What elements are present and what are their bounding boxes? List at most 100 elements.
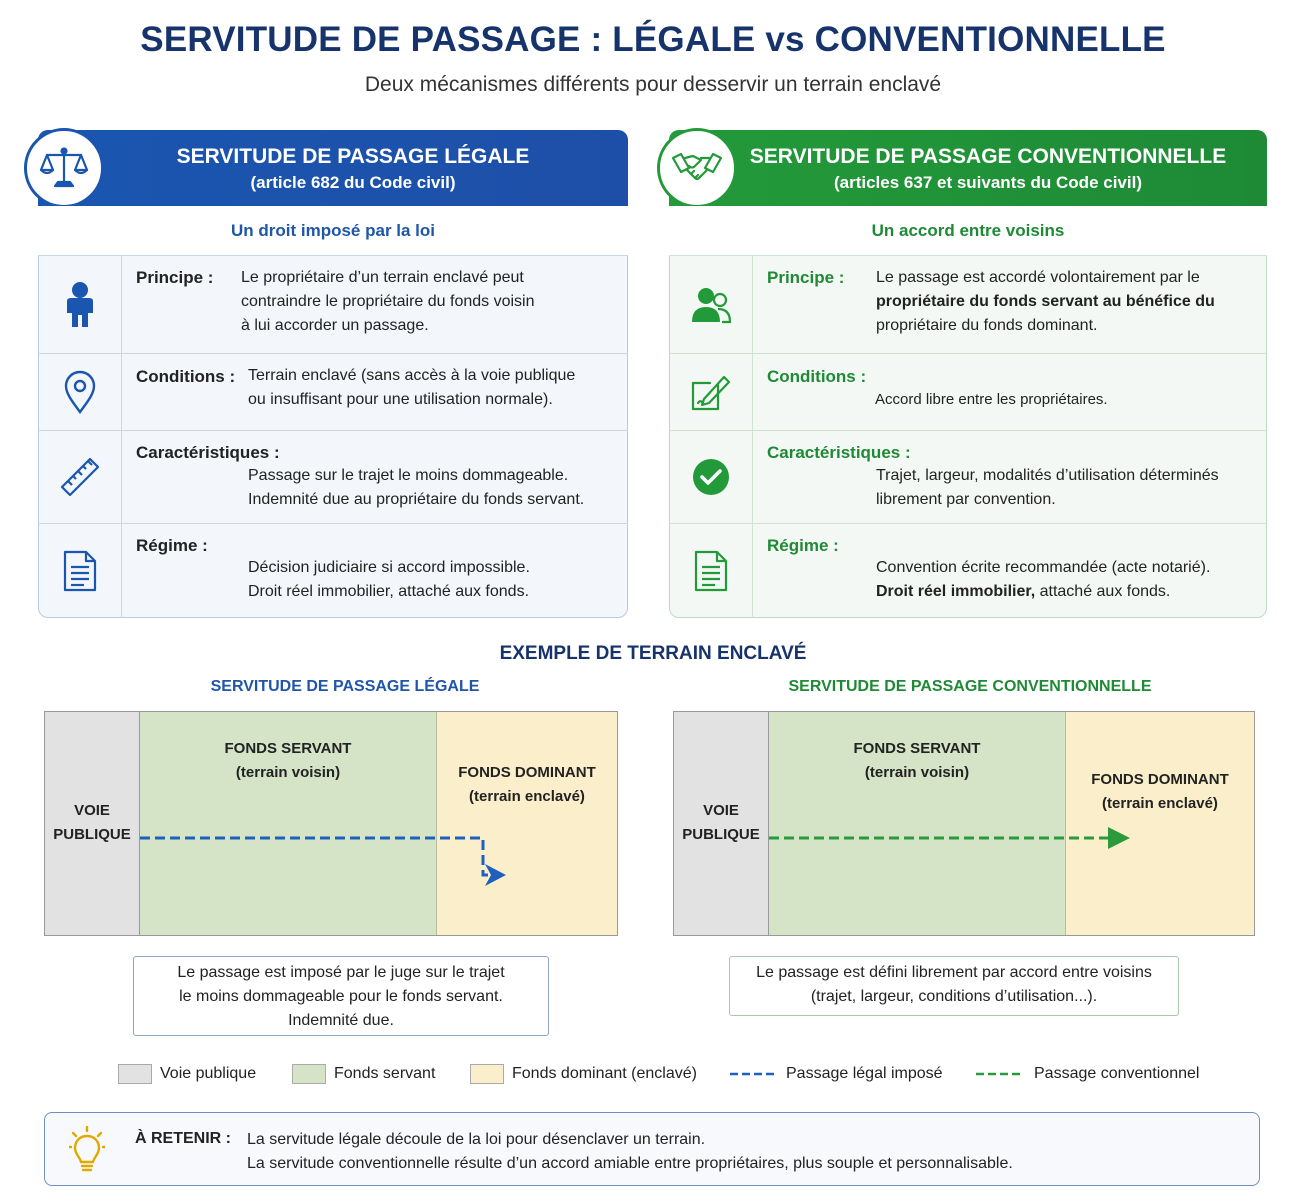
- legal-caracteristiques-text: Passage sur le trajet le moins dommageab…: [248, 464, 584, 512]
- legal-conditions-line1: Terrain enclavé (sans accès à la voie pu…: [248, 367, 576, 384]
- dominant-label-line2: (terrain enclavé): [1102, 795, 1218, 812]
- fonds-dominant-zone: FONDS DOMINANT (terrain enclavé): [437, 712, 617, 935]
- conventional-note-line2: (trajet, largeur, conditions d’utilisati…: [810, 988, 1098, 1005]
- legend-label-servant: Fonds servant: [334, 1065, 436, 1082]
- example-legal-subtitle: SERVITUDE DE PASSAGE LÉGALE: [210, 678, 480, 695]
- legal-principe-line3: à lui accorder un passage.: [241, 317, 429, 334]
- legend-label-legal-path: Passage légal imposé: [786, 1065, 943, 1082]
- location-pin-icon: [38, 354, 122, 430]
- legend-conventional-path: Passage conventionnel: [976, 1062, 1199, 1086]
- check-circle-icon: [669, 431, 753, 523]
- legal-conditions-text: Terrain enclavé (sans accès à la voie pu…: [248, 364, 575, 412]
- voie-label-line2: PUBLIQUE: [682, 826, 760, 843]
- conventional-banner: SERVITUDE DE PASSAGE CONVENTIONNELLE (ar…: [669, 130, 1267, 206]
- conventional-note-line1: Le passage est défini librement par acco…: [756, 964, 1152, 981]
- lightbulb-icon: [67, 1125, 107, 1179]
- conventional-row-conditions: Conditions : Accord libre entre les prop…: [669, 354, 1267, 431]
- conventional-panel: SERVITUDE DE PASSAGE CONVENTIONNELLE (ar…: [657, 128, 1267, 618]
- conventional-regime-line1: Convention écrite recommandée (acte nota…: [876, 559, 1211, 576]
- conventional-principe-line1: Le passage est accordé volontairement pa…: [876, 269, 1200, 286]
- fonds-dominant-label: FONDS DOMINANT (terrain enclavé): [437, 761, 617, 809]
- legal-principe-line2: contraindre le propriétaire du fonds voi…: [241, 293, 535, 310]
- users-icon: [669, 256, 753, 353]
- page-title: SERVITUDE DE PASSAGE : LÉGALE vs CONVENT…: [140, 20, 1166, 59]
- conventional-row-regime: Régime : Convention écrite recommandée (…: [669, 524, 1267, 618]
- conventional-principe-line3: propriétaire du fonds dominant.: [876, 317, 1098, 334]
- legal-regime-text: Décision judiciaire si accord impossible…: [248, 556, 530, 604]
- conventional-tagline: Un accord entre voisins: [669, 206, 1267, 256]
- dominant-label-line1: FONDS DOMINANT: [1091, 771, 1229, 788]
- retenir-label: À RETENIR :: [135, 1130, 231, 1147]
- fonds-servant-label: FONDS SERVANT (terrain voisin): [769, 737, 1065, 785]
- retenir-line2-emphasis: conventionnelle: [338, 1155, 450, 1172]
- servant-label-line2: (terrain voisin): [864, 764, 970, 781]
- legal-banner-subtitle: (article 682 du Code civil): [250, 173, 456, 192]
- legal-panel: SERVITUDE DE PASSAGE LÉGALE (article 682…: [24, 128, 628, 618]
- fonds-servant-zone: FONDS SERVANT (terrain voisin): [769, 712, 1066, 935]
- legal-caracteristiques-label: Caractéristiques :: [136, 443, 280, 462]
- document-icon: [38, 524, 122, 618]
- legal-principe-text: Le propriétaire d’un terrain enclavé peu…: [241, 266, 535, 338]
- conventional-example-note: Le passage est défini librement par acco…: [729, 956, 1179, 1016]
- legal-caracteristiques-line1: Passage sur le trajet le moins dommageab…: [248, 467, 569, 484]
- legend-swatch-servant: [292, 1064, 326, 1084]
- dominant-label-line2: (terrain enclavé): [469, 788, 585, 805]
- conventional-regime-label: Régime :: [767, 536, 839, 555]
- legal-banner: SERVITUDE DE PASSAGE LÉGALE (article 682…: [38, 130, 628, 206]
- ruler-icon: [38, 431, 122, 523]
- legend-label-voie: Voie publique: [160, 1065, 257, 1082]
- voie-label-line2: PUBLIQUE: [53, 826, 131, 843]
- legal-conditions-line2: ou insuffisant pour une utilisation norm…: [248, 391, 553, 408]
- conventional-caracteristiques-text: Trajet, largeur, modalités d’utilisation…: [876, 464, 1219, 512]
- person-icon: [38, 256, 122, 353]
- voie-label-line1: VOIE: [74, 802, 110, 819]
- voie-publique-zone: VOIE PUBLIQUE: [45, 712, 140, 935]
- legend-legal-line: [730, 1072, 776, 1076]
- retenir-box: À RETENIR : La servitude légale découle …: [44, 1112, 1260, 1186]
- conventional-regime-line2-bold: Droit réel immobilier,: [876, 583, 1036, 600]
- conventional-conditions-label: Conditions :: [767, 367, 867, 386]
- example-conventional-subtitle: SERVITUDE DE PASSAGE CONVENTIONNELLE: [788, 678, 1152, 695]
- legend-label-dominant: Fonds dominant (enclavé): [512, 1065, 697, 1082]
- conventional-path-arrow: [769, 827, 1130, 849]
- legal-conditions-label: Conditions :: [136, 367, 236, 386]
- legal-caracteristiques-line2: Indemnité due au propriétaire du fonds s…: [248, 491, 585, 508]
- servant-label-line1: FONDS SERVANT: [853, 740, 981, 757]
- legend-fonds-servant: Fonds servant: [292, 1062, 435, 1086]
- legal-row-principe: Principe : Le propriétaire d’un terrain …: [38, 256, 628, 354]
- retenir-text: La servitude légale découle de la loi po…: [247, 1128, 1013, 1176]
- legend-legal-path: Passage légal imposé: [730, 1062, 943, 1086]
- legal-regime-line1: Décision judiciaire si accord impossible…: [248, 559, 530, 576]
- conventional-caracteristiques-label: Caractéristiques :: [767, 443, 911, 462]
- conventional-row-principe: Principe : Le passage est accordé volont…: [669, 256, 1267, 354]
- legend-swatch-dominant: [470, 1064, 504, 1084]
- conventional-example-diagram: VOIE PUBLIQUE FONDS SERVANT (terrain voi…: [673, 711, 1255, 936]
- conventional-banner-subtitle: (articles 637 et suivants du Code civil): [833, 173, 1142, 192]
- example-title: EXEMPLE DE TERRAIN ENCLAVÉ: [499, 643, 807, 664]
- legal-note-line3: Indemnité due.: [288, 1012, 394, 1029]
- legal-path-arrow: [140, 836, 506, 886]
- legal-note-line2: le moins dommageable pour le fonds serva…: [179, 988, 503, 1005]
- legend-label-conventional-path: Passage conventionnel: [1034, 1065, 1200, 1082]
- legend-fonds-dominant: Fonds dominant (enclavé): [470, 1062, 697, 1086]
- legal-note-line1: Le passage est imposé par le juge sur le…: [177, 964, 505, 981]
- fonds-dominant-label: FONDS DOMINANT (terrain enclavé): [1066, 768, 1254, 816]
- legal-banner-title: SERVITUDE DE PASSAGE LÉGALE: [176, 145, 530, 168]
- legal-row-regime: Régime : Décision judiciaire si accord i…: [38, 524, 628, 618]
- pen-edit-icon: [669, 354, 753, 430]
- conventional-row-caracteristiques: Caractéristiques : Trajet, largeur, moda…: [669, 431, 1267, 524]
- scales-icon: [24, 128, 104, 208]
- legal-principe-line1: Le propriétaire d’un terrain enclavé peu…: [241, 269, 524, 286]
- legal-tagline: Un droit imposé par la loi: [38, 206, 628, 256]
- conventional-principe-label: Principe :: [767, 268, 845, 287]
- legal-regime-line2: Droit réel immobilier, attaché aux fonds…: [248, 583, 530, 600]
- fonds-dominant-zone: FONDS DOMINANT (terrain enclavé): [1066, 712, 1254, 935]
- retenir-line1: La servitude légale découle de la loi po…: [247, 1131, 706, 1148]
- page-subtitle: Deux mécanismes différents pour desservi…: [364, 73, 942, 96]
- legend-voie-publique: Voie publique: [118, 1062, 256, 1086]
- legend-conventional-line: [976, 1072, 1022, 1076]
- legend-swatch-voie: [118, 1064, 152, 1084]
- conventional-principe-line2: propriétaire du fonds servant au bénéfic…: [876, 293, 1215, 310]
- retenir-line2-end: résulte d’un accord amiable entre propri…: [449, 1155, 1013, 1172]
- handshake-icon: [657, 128, 737, 208]
